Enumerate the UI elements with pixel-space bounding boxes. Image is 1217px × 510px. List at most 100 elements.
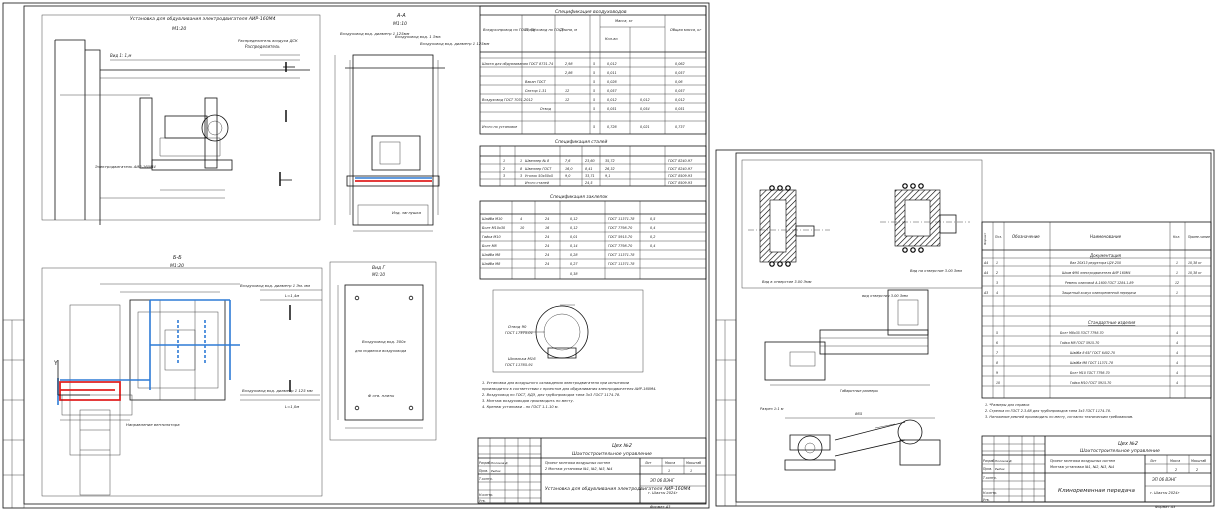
section-marker-arrows bbox=[279, 62, 295, 186]
spec2-section1: Документация bbox=[1089, 253, 1122, 258]
plan-label1: Воздуховод вхд. диаметр 1 Эм. мм bbox=[240, 283, 310, 288]
svg-text:A3: A3 bbox=[983, 291, 988, 295]
svg-text:0,021: 0,021 bbox=[640, 125, 650, 129]
svg-text:4. Крепеж установки - по ГОСТ: 4. Крепеж установки - по ГОСТ 1.1-10 м. bbox=[482, 405, 559, 409]
sheet-2: Вид в отверстие 3.00 Эмм Вид на отверсти… bbox=[715, 149, 1215, 509]
detail-label4: ГОСТ 11765-91 bbox=[505, 363, 533, 367]
svg-text:12: 12 bbox=[565, 89, 569, 93]
title1-org: Шахтостроительное управление bbox=[572, 451, 652, 457]
spec-rows: Шахта для обдувливания ГОСТ 8731-74 2,98… bbox=[482, 62, 686, 129]
plan-blue-duct bbox=[60, 299, 240, 390]
svg-text:0,12: 0,12 bbox=[570, 217, 578, 221]
svg-text:Шайба М10: Шайба М10 bbox=[482, 217, 502, 221]
svg-text:Масса: Масса bbox=[1170, 459, 1180, 463]
svg-text:5: 5 bbox=[593, 80, 595, 84]
svg-text:Швеллер ГОСТ: Швеллер ГОСТ bbox=[525, 167, 552, 171]
sheet2-view-right-label: Вид на отверстие 3.00 Эмм bbox=[910, 269, 962, 273]
svg-text:Н.контр.: Н.контр. bbox=[479, 493, 493, 497]
table-row: 1 1 Швеллер № 8 7,6 23,60 35,72 ГОСТ 824… bbox=[503, 159, 693, 163]
svg-text:3: 3 bbox=[996, 281, 998, 285]
svg-text:Шайба 8 65Г ГОСТ 6402-70: Шайба 8 65Г ГОСТ 6402-70 bbox=[1070, 351, 1115, 355]
table-row: Отвод 5 0,051 0,054 0,051 bbox=[540, 107, 685, 111]
title2-org: Шахтостроительное управление bbox=[1080, 448, 1160, 454]
view-plan-frame bbox=[41, 267, 323, 497]
svg-text:0,5: 0,5 bbox=[650, 217, 655, 221]
table-row: Сектор 1-31 12 5 0,057 0,057 bbox=[525, 89, 686, 93]
svg-text:10,38 кг: 10,38 кг bbox=[1188, 271, 1202, 275]
svg-text:Гайка М8 ГОСТ 5915-70: Гайка М8 ГОСТ 5915-70 bbox=[1060, 341, 1099, 345]
table-row: Болт М10x30 10 16 0,12 ГОСТ 7798-70 0,4 bbox=[482, 226, 655, 230]
table-row: Шайба М8 24 0,28 ГОСТ 11371-78 bbox=[482, 253, 635, 257]
svg-text:24: 24 bbox=[545, 217, 549, 221]
svg-text:A4: A4 bbox=[983, 271, 988, 275]
spec2-header-3: Наименование bbox=[1090, 234, 1122, 239]
spec2-header-5: Приме-чание bbox=[1188, 235, 1210, 239]
svg-text:8,41: 8,41 bbox=[585, 167, 593, 171]
table-row: 6 Гайка М8 ГОСТ 5915-70 4 bbox=[996, 341, 1178, 345]
svg-text:2,86: 2,86 bbox=[565, 71, 573, 75]
svg-text:0,28: 0,28 bbox=[570, 253, 578, 257]
svg-text:ГОСТ 8509-93: ГОСТ 8509-93 bbox=[668, 181, 692, 185]
svg-text:8: 8 bbox=[996, 361, 998, 365]
svg-text:2: 2 bbox=[1175, 468, 1177, 472]
svg-text:4: 4 bbox=[1176, 341, 1178, 345]
svg-text:0,012: 0,012 bbox=[675, 98, 685, 102]
view-g-label2: для подвески воздуховода bbox=[354, 349, 406, 353]
sheet-1: Установка для обдувливания электродвигат… bbox=[2, 2, 710, 509]
table-row: 2,86 5 0,011 0,057 bbox=[565, 71, 686, 75]
view-top: Установка для обдувливания электродвигат… bbox=[41, 14, 321, 225]
svg-text:Шайба М8 ГОСТ 11371-78: Шайба М8 ГОСТ 11371-78 bbox=[1070, 361, 1113, 365]
svg-text:16,0: 16,0 bbox=[565, 167, 573, 171]
svg-text:Разраб.: Разраб. bbox=[479, 461, 492, 465]
plan-label2: Воздуховод вхд. диаметр 1 125 мм bbox=[242, 388, 313, 393]
svg-text:Швеллер № 8: Швеллер № 8 bbox=[525, 159, 550, 163]
view-top-label2: Распределитель bbox=[245, 44, 280, 49]
view-g-label3: Ф отв. плиты bbox=[368, 393, 394, 398]
svg-text:35,72: 35,72 bbox=[605, 159, 615, 163]
plan-label5: Направление вентилятора bbox=[126, 422, 180, 427]
svg-text:Лит: Лит bbox=[644, 461, 651, 465]
view-top-label1: Вид 1: 1,м bbox=[110, 53, 131, 58]
svg-text:0,4: 0,4 bbox=[650, 226, 655, 230]
svg-text:1. *Размеры для справок: 1. *Размеры для справок bbox=[985, 403, 1030, 407]
section-a-label4: Изд. заглушка bbox=[392, 210, 422, 215]
svg-text:Утв.: Утв. bbox=[983, 498, 990, 502]
section-a-label3: Воздуховод вхд. диаметр 1 125мм bbox=[420, 41, 489, 46]
gearbox-view: 865 bbox=[784, 411, 941, 471]
svg-text:0,012: 0,012 bbox=[607, 98, 617, 102]
svg-text:0,01: 0,01 bbox=[570, 235, 578, 239]
spec-header-3: Масса, кг bbox=[615, 19, 633, 23]
svg-text:ГОСТ 8240-97: ГОСТ 8240-97 bbox=[668, 167, 693, 171]
spec-header-4: Кол-во bbox=[605, 37, 618, 41]
section-a: А-А М1:10 Воздуховод вхд. диаметр 1 125м… bbox=[334, 13, 489, 232]
svg-text:10: 10 bbox=[520, 226, 524, 230]
svg-text:0,062: 0,062 bbox=[675, 62, 685, 66]
svg-text:3. Натяжение ремней производит: 3. Натяжение ремней производить по месту… bbox=[985, 415, 1133, 419]
svg-text:24: 24 bbox=[545, 235, 549, 239]
svg-text:2: 2 bbox=[1196, 468, 1198, 472]
spec-table: Спецификация воздуховодов bbox=[479, 5, 707, 135]
svg-text:ГОСТ 7798-70: ГОСТ 7798-70 bbox=[608, 226, 632, 230]
svg-text:0,2: 0,2 bbox=[650, 235, 655, 239]
sheet-1-inner-frame bbox=[23, 5, 707, 505]
view-g-title: Вид Г bbox=[372, 265, 386, 271]
sheet-1-notes: 1. Установка для воздушного охлаждения э… bbox=[482, 381, 657, 409]
svg-text:0,737: 0,737 bbox=[675, 125, 686, 129]
title1-desc: Проект монтажа воздушных систем bbox=[545, 461, 610, 465]
plan-y-axis-label: Y bbox=[53, 360, 58, 367]
svg-text:3: 3 bbox=[503, 174, 505, 178]
table-row: 5 Болт М8x35 ГОСТ 7798-70 4 bbox=[996, 331, 1178, 335]
svg-text:ГОСТ 8240-97: ГОСТ 8240-97 bbox=[668, 159, 693, 163]
svg-text:10: 10 bbox=[996, 381, 1000, 385]
svg-text:9,0: 9,0 bbox=[565, 174, 570, 178]
svg-text:Шайба М8: Шайба М8 bbox=[482, 262, 501, 266]
svg-text:7: 7 bbox=[996, 351, 998, 355]
svg-text:0,054: 0,054 bbox=[640, 107, 650, 111]
svg-text:24: 24 bbox=[545, 253, 549, 257]
svg-text:Т.контр.: Т.контр. bbox=[479, 477, 493, 481]
table-row: Вакан ГОСТ 5 0,026 0,06 bbox=[525, 80, 683, 84]
sheet-2-notes: 1. *Размеры для справок 2. Стрелка по ГО… bbox=[985, 403, 1133, 419]
detail-label3: Шпилька М16 bbox=[508, 356, 536, 361]
svg-text:Болт М10 ГОСТ 7798-70: Болт М10 ГОСТ 7798-70 bbox=[1070, 371, 1110, 375]
table-row: 3 3 Уголок 50x50x5 9,0 33,71 9,1 ГОСТ 85… bbox=[503, 174, 692, 178]
